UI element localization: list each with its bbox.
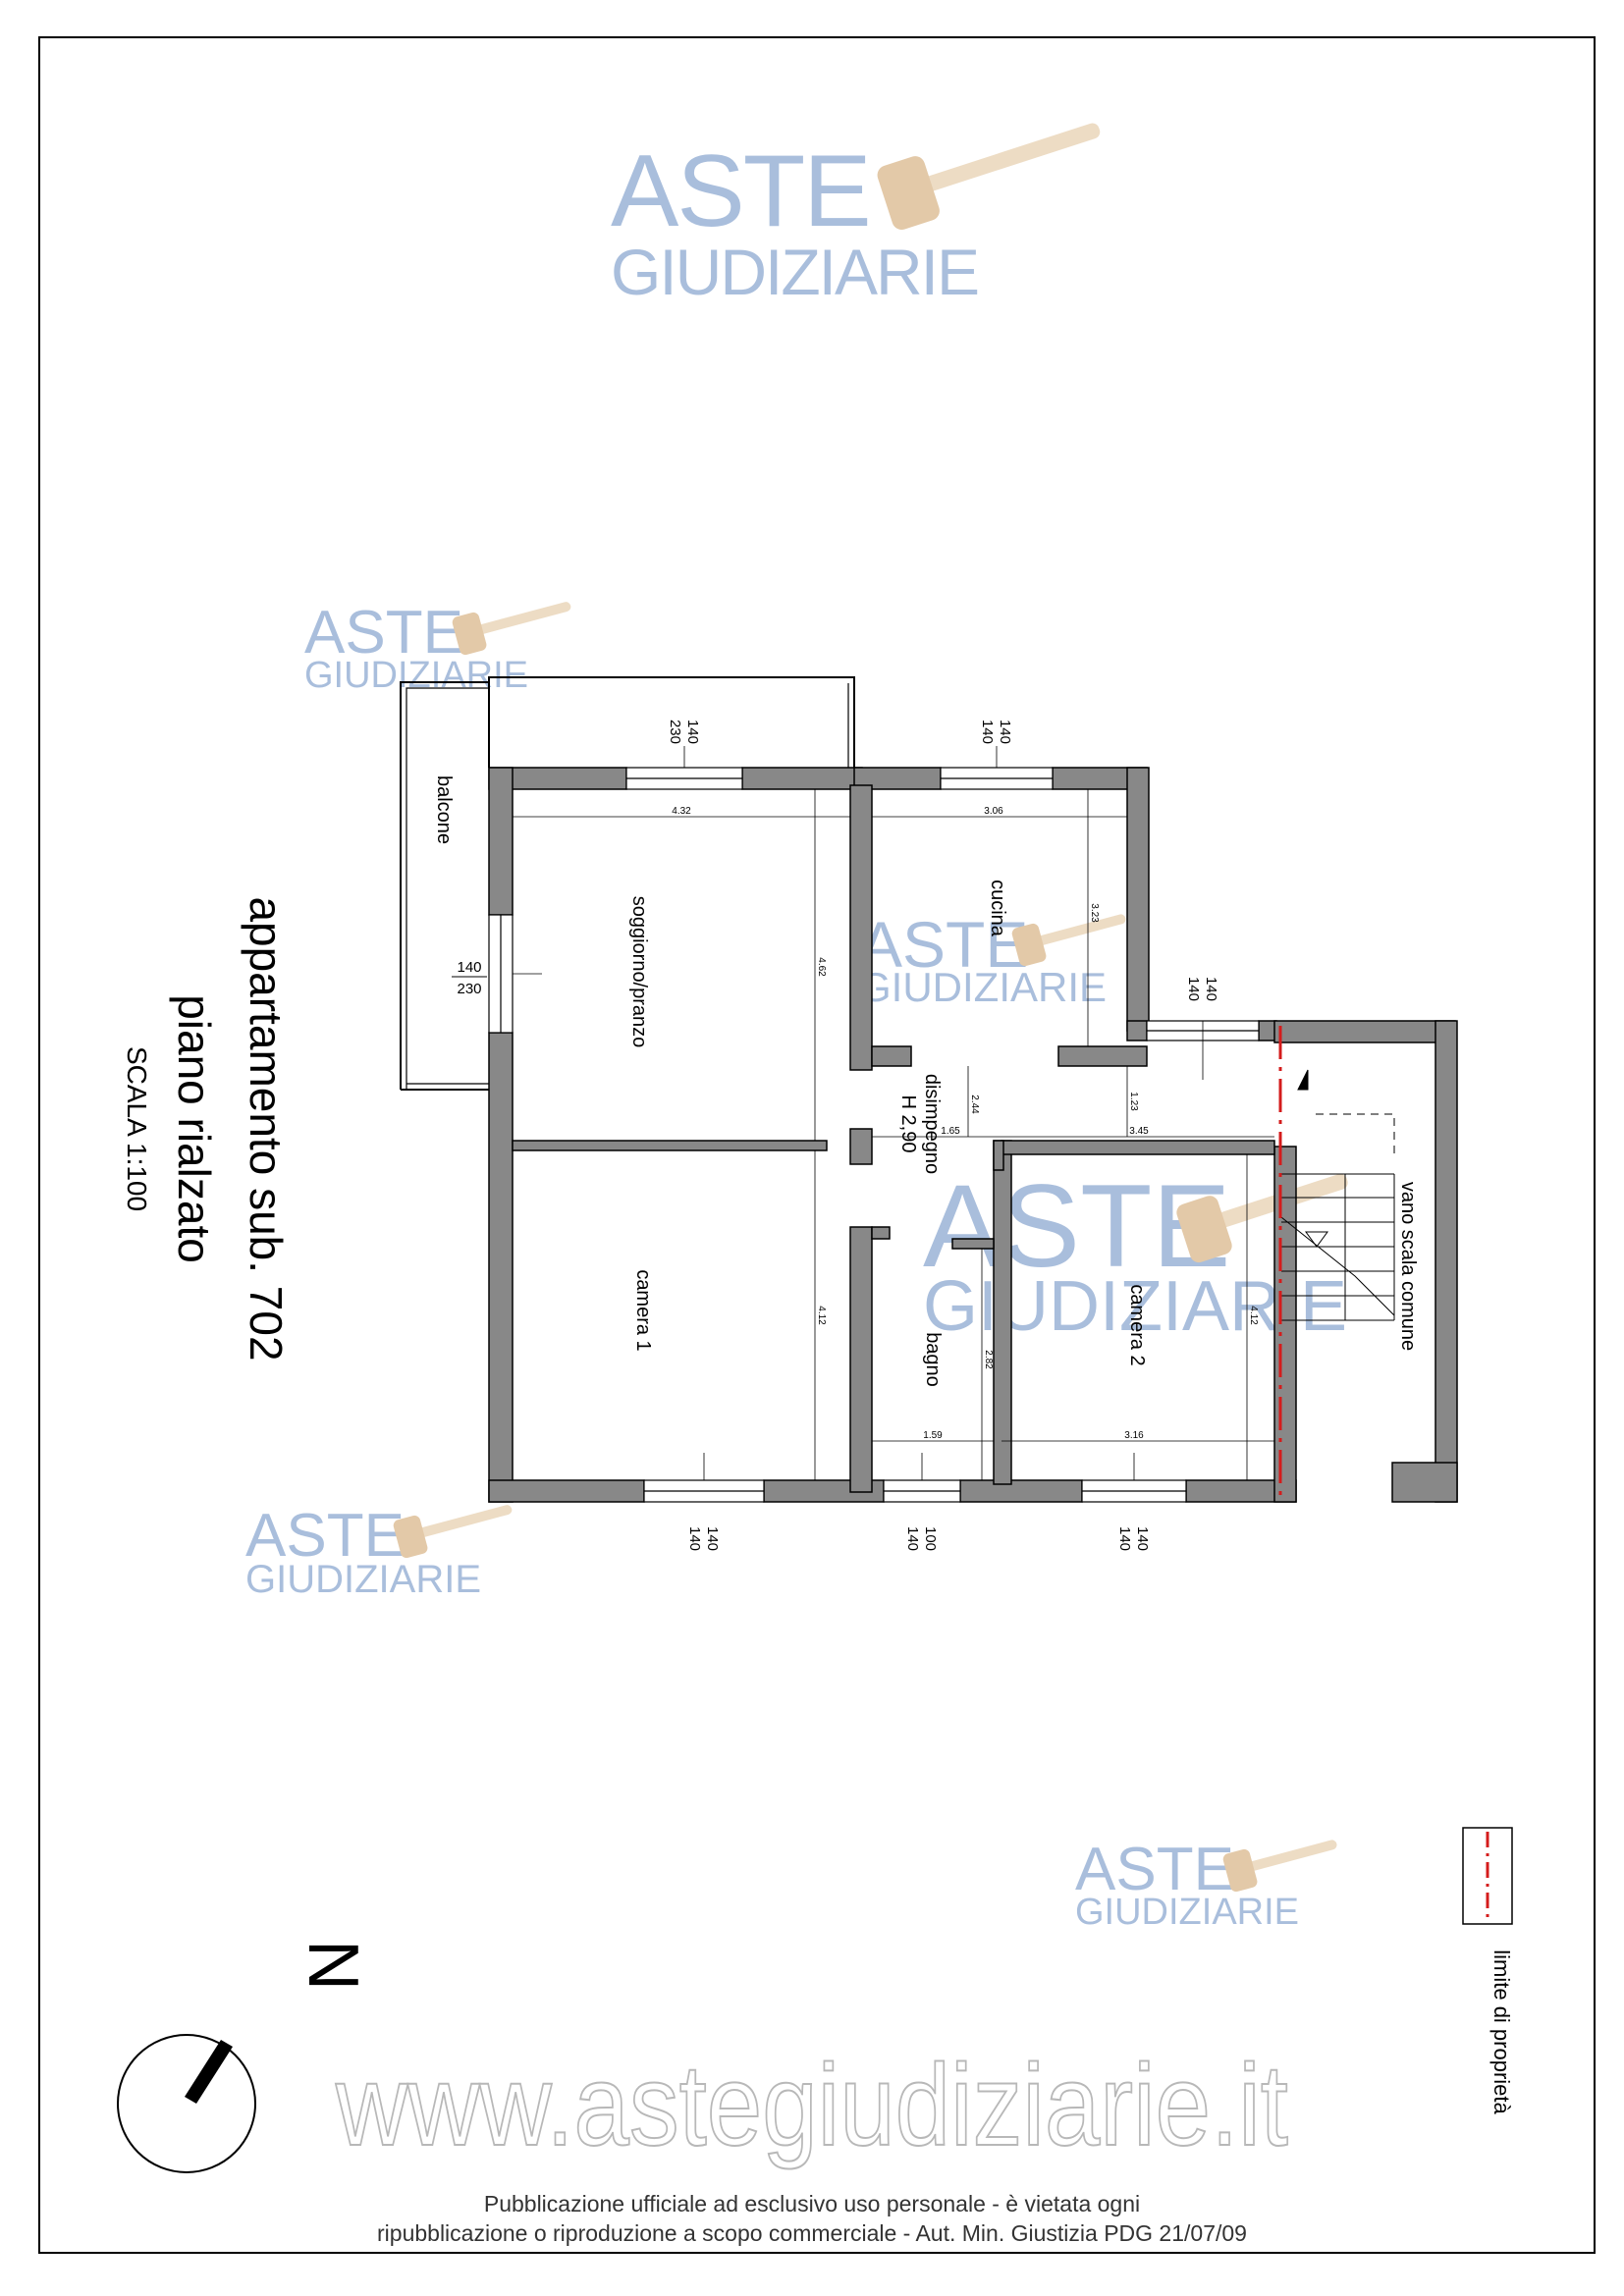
window-size-width: 140 bbox=[979, 720, 996, 744]
window-size-height: 140 bbox=[1134, 1526, 1151, 1551]
watermark-small-1: ASTE GIUDIZIARIE bbox=[304, 599, 571, 696]
window-size-height: 140 bbox=[704, 1526, 721, 1551]
gavel-icon bbox=[1222, 1840, 1337, 1893]
room-soggiorno: soggiorno/pranzo bbox=[628, 896, 650, 1048]
compass-north-label: N bbox=[294, 1940, 372, 1991]
gavel-icon bbox=[393, 1505, 513, 1559]
footer-line1: Pubblicazione ufficiale ad esclusivo uso… bbox=[484, 2191, 1140, 2216]
room-camera2: camera 2 bbox=[1126, 1284, 1148, 1365]
watermark-aste: ASTE bbox=[611, 134, 870, 248]
scale-label: SCALA 1:100 bbox=[122, 1046, 152, 1211]
watermark-aste: ASTE bbox=[859, 908, 1028, 981]
watermark-website: www.astegiudiziarie.it bbox=[335, 2041, 1288, 2170]
watermark-large: ASTE GIUDIZIARIE bbox=[611, 123, 1101, 308]
dimension-labels: 4.32 4.62 3.06 3.23 1.65 3.45 2.44 1.23 … bbox=[672, 806, 1259, 1441]
dim-cucina-depth: 3.23 bbox=[1089, 903, 1100, 923]
room-balcone: balcone bbox=[433, 775, 455, 844]
legend-label: limite di proprietà bbox=[1489, 1949, 1514, 2114]
dim-bagno-width: 1.59 bbox=[923, 1430, 943, 1441]
watermark-small-2: ASTE GIUDIZIARIE bbox=[859, 908, 1126, 1010]
window-size-height: 140 bbox=[997, 720, 1013, 744]
watermark-giudiziarie: GIUDIZIARIE bbox=[304, 655, 528, 696]
watermark-small-3: ASTE GIUDIZIARIE bbox=[245, 1502, 513, 1601]
door-swings bbox=[513, 746, 1204, 1480]
room-cucina: cucina bbox=[987, 880, 1008, 937]
title-line2: piano rialzato bbox=[169, 994, 220, 1263]
dim-disimpegno-d2: 1.23 bbox=[1128, 1092, 1139, 1111]
dim-disimpegno-w1: 1.65 bbox=[941, 1126, 960, 1137]
stairs bbox=[1280, 1069, 1395, 1321]
dim-disimpegno-w2: 3.45 bbox=[1129, 1126, 1149, 1137]
window-size-height: 140 bbox=[684, 720, 701, 744]
watermark-giudiziarie: GIUDIZIARIE bbox=[611, 236, 978, 308]
watermark-giudiziarie: GIUDIZIARIE bbox=[245, 1558, 481, 1601]
watermark-giudiziarie: GIUDIZIARIE bbox=[859, 964, 1107, 1010]
room-height: H 2,90 bbox=[897, 1095, 919, 1153]
window-size-width: 140 bbox=[1185, 977, 1202, 1001]
footer-line2: ripubblicazione o riproduzione a scopo c… bbox=[377, 2220, 1247, 2246]
dimension-lines bbox=[513, 789, 1274, 1480]
window-size-height: 140 bbox=[457, 959, 481, 976]
window-size-height: 140 bbox=[1203, 977, 1219, 1001]
title-line1: appartamento sub. 702 bbox=[241, 896, 292, 1361]
gavel-icon bbox=[877, 123, 1101, 231]
dim-camera2-width: 3.16 bbox=[1124, 1430, 1144, 1441]
watermark-aste: ASTE bbox=[245, 1502, 405, 1570]
dim-soggiorno-depth: 4.62 bbox=[816, 957, 827, 977]
watermark-aste: ASTE bbox=[304, 599, 463, 667]
gavel-icon bbox=[1011, 914, 1126, 967]
dim-soggiorno-width: 4.32 bbox=[672, 806, 691, 817]
window-size-width: 140 bbox=[686, 1526, 703, 1551]
balcony bbox=[400, 676, 855, 1091]
watermark-aste: ASTE bbox=[1075, 1836, 1234, 1903]
dim-camera2-depth: 4.12 bbox=[1248, 1306, 1259, 1325]
dim-cucina-width: 3.06 bbox=[984, 806, 1003, 817]
room-bagno: bagno bbox=[922, 1332, 944, 1387]
title-block: appartamento sub. 702 piano rialzato SCA… bbox=[122, 896, 292, 1361]
compass-icon: N bbox=[117, 1940, 372, 2173]
dim-bagno-depth: 2.82 bbox=[983, 1350, 994, 1369]
dim-camera1-depth: 4.12 bbox=[816, 1306, 827, 1325]
window-size-height: 100 bbox=[922, 1526, 939, 1551]
gavel-icon bbox=[452, 602, 571, 656]
room-camera1: camera 1 bbox=[632, 1269, 654, 1351]
dim-disimpegno-d1: 2.44 bbox=[969, 1095, 980, 1114]
room-vano-scala: vano scala comune bbox=[1397, 1182, 1419, 1351]
sheet-border bbox=[38, 36, 1596, 2254]
walls bbox=[488, 767, 1458, 1503]
watermark-aste: ASTE bbox=[923, 1160, 1230, 1292]
watermark-small-4: ASTE GIUDIZIARIE bbox=[1075, 1836, 1337, 1933]
window-size-width: 230 bbox=[667, 720, 683, 744]
window-size-width: 140 bbox=[1116, 1526, 1133, 1551]
watermark-giudiziarie: GIUDIZIARIE bbox=[1075, 1892, 1299, 1933]
window-size-width: 140 bbox=[904, 1526, 921, 1551]
legend: limite di proprietà bbox=[1462, 1827, 1514, 2115]
room-labels: soggiorno/pranzo cucina disimpegno H 2,9… bbox=[433, 775, 1419, 1387]
window-size-width: 230 bbox=[457, 981, 481, 997]
room-disimpegno: disimpegno bbox=[921, 1074, 943, 1174]
window-labels: 140 230 140 140 140 140 140 230 140 140 … bbox=[452, 720, 1219, 1551]
